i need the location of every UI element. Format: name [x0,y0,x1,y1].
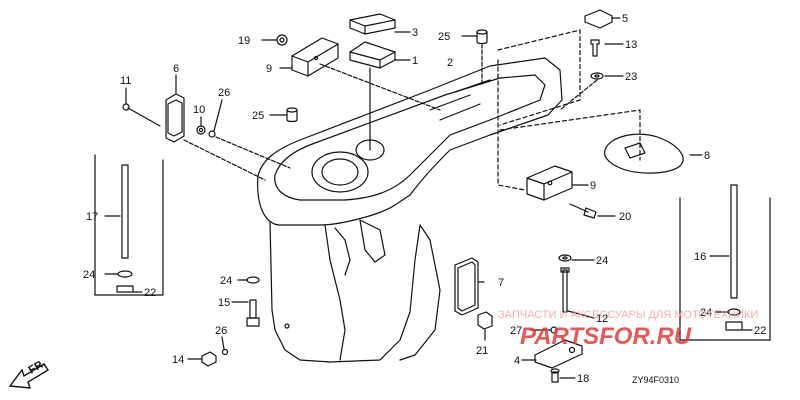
part-9-lower [526,165,589,201]
callout-16: 16 [694,251,706,263]
callout-26-bottom: 26 [215,325,227,337]
direction-label: FR. [27,357,48,376]
callout-3: 3 [412,27,418,39]
callout-19: 19 [238,35,250,47]
part-27 [529,326,558,334]
callout-17: 17 [86,211,98,223]
callout-18: 18 [577,373,589,385]
callout-9-upper: 9 [266,63,272,75]
part-1 [349,41,411,151]
part-9-upper [279,37,441,111]
part-12 [558,254,595,319]
callout-1: 1 [412,55,418,67]
part-25-upper [461,29,488,86]
part-17-bracket [94,154,164,296]
callout-27: 27 [510,325,522,337]
callout-2: 2 [447,57,453,69]
part-4 [521,339,583,369]
callout-20: 20 [619,211,631,223]
front-direction-arrow: FR. [8,357,49,389]
callout-13: 13 [625,39,637,51]
callout-21: 21 [476,345,488,357]
part-18 [550,368,576,383]
callout-9-lower: 9 [590,180,596,192]
part-6 [165,74,266,181]
part-10 [196,116,206,135]
callout-12: 12 [596,313,608,325]
part-8 [603,133,703,174]
part-25-left [269,107,298,123]
part-13 [590,39,624,57]
callout-8: 8 [704,150,710,162]
part-7 [454,257,485,316]
callout-7: 7 [498,277,504,289]
part-5 [584,9,621,29]
watermark: ЗАПЧАСТИ И АКСЕССУАРЫ ДЛЯ МОТОТЕХНИКИ PA… [498,309,758,350]
callout-24-right-stud: 24 [700,307,712,319]
callout-26-top: 26 [218,87,230,99]
gear-case-housing [257,57,563,363]
callout-22-right: 22 [754,325,766,337]
part-24-left [237,276,260,284]
callout-5: 5 [622,13,628,25]
callout-25-upper: 25 [438,31,450,43]
callout-10: 10 [193,104,205,116]
callout-6: 6 [173,63,179,75]
callout-15: 15 [218,297,230,309]
part-15 [231,299,260,327]
part-23 [559,72,624,111]
callout-24-center-right: 24 [596,255,608,267]
part-14 [187,351,217,367]
callout-11: 11 [120,75,131,87]
callout-4: 4 [514,355,520,367]
watermark-caption: ЗАПЧАСТИ И АКСЕССУАРЫ ДЛЯ МОТОТЕХНИКИ [498,309,758,321]
diagram-code: ZY94F0310 [632,375,679,385]
part-11 [122,87,161,127]
part-3 [349,13,411,35]
callout-22-left: 22 [144,287,156,299]
part-26-bottom [221,336,229,356]
part-19 [261,34,288,46]
callout-24-left-stud: 24 [83,269,95,281]
guide-box [497,29,641,191]
part-20 [569,203,616,219]
part-16-bracket [679,184,771,341]
part-21 [477,311,493,341]
part-26-top [208,99,291,169]
watermark-logo: PARTSFOR.RU [520,323,692,350]
callout-23: 23 [625,71,637,83]
callout-14: 14 [172,354,184,366]
callout-24-center-left: 24 [220,275,232,287]
callout-25-left: 25 [252,110,264,122]
